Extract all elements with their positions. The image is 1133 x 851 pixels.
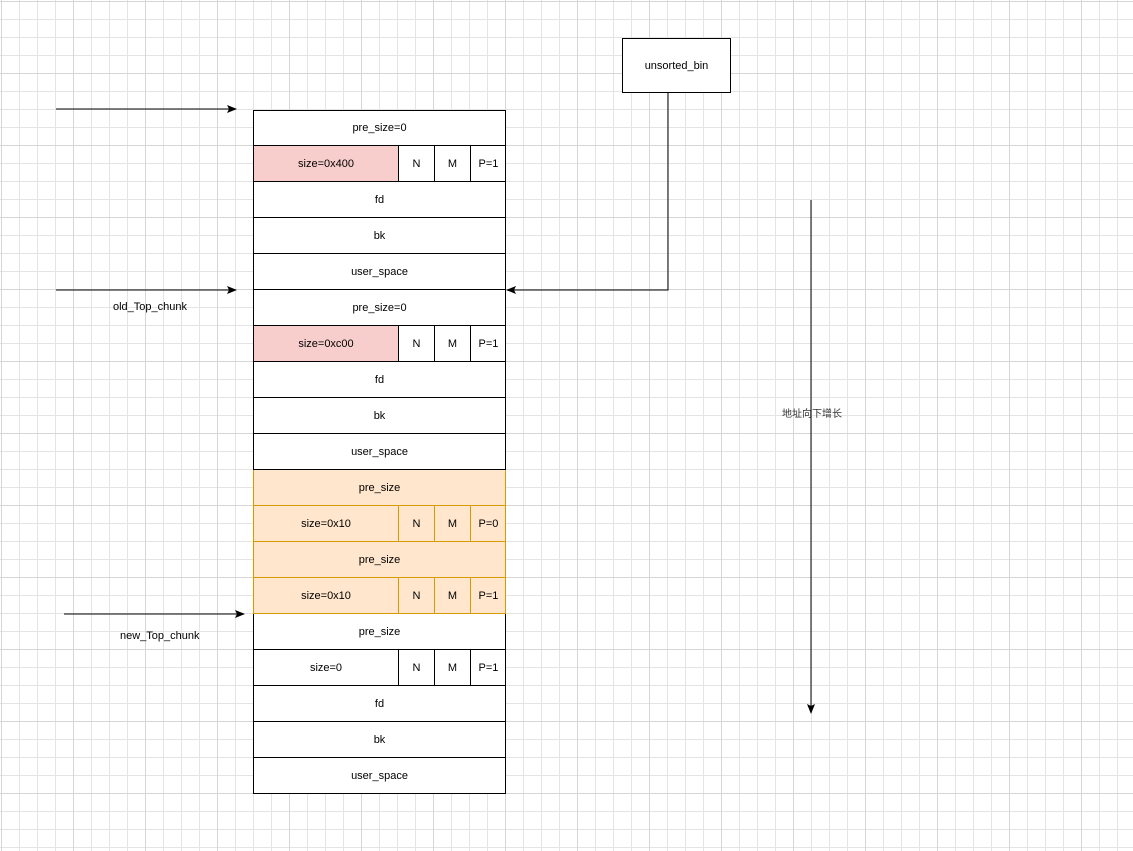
chunk-field-pre-size-0: pre_size=0 [352, 122, 407, 134]
chunk-row: pre_size=0 [253, 290, 506, 326]
chunk-row: pre_size [253, 470, 506, 506]
chunk-field-fd: fd [374, 193, 385, 206]
chunk-row: bk [253, 722, 506, 758]
chunk-field-pre-size: pre_size [358, 553, 401, 566]
address-growth-label: 地址向下增长 [782, 409, 842, 420]
chunk-field-bk: bk [373, 409, 386, 422]
m-flag: M [434, 326, 470, 361]
p-flag: P=1 [470, 326, 506, 361]
chunk-row: bk [253, 398, 506, 434]
unsorted-bin-label: unsorted_bin [644, 59, 709, 72]
chunk-row: pre_size [253, 542, 506, 578]
m-flag: M [434, 578, 470, 613]
chunk-row: user_space [253, 758, 506, 794]
chunk-field-user-space: user_space [351, 445, 408, 458]
n-flag: N [398, 146, 434, 181]
chunk-field-pre-size: pre_size [358, 481, 401, 494]
size-field: size=0x10 [301, 589, 351, 602]
chunk-field-fd: fd [374, 697, 385, 710]
new-top-chunk-label: new_Top_chunk [120, 630, 200, 642]
n-flag: N [398, 578, 434, 613]
chunk-row: fd [253, 686, 506, 722]
chunk-field-fd: fd [374, 373, 385, 386]
n-flag: N [398, 650, 434, 685]
size-field: size=0x10 [301, 517, 351, 530]
chunk-field-user-space: user_space [351, 769, 408, 782]
m-flag: M [434, 506, 470, 541]
chunk-field-pre-size: pre_size [358, 625, 401, 638]
chunk-row: user_space [253, 434, 506, 470]
p-flag: P=1 [470, 650, 506, 685]
chunk-field-bk: bk [373, 229, 386, 242]
n-flag: N [398, 506, 434, 541]
m-flag: M [434, 650, 470, 685]
chunk-row: fd [253, 182, 506, 218]
chunk-row: bk [253, 218, 506, 254]
chunk-field-pre-size-0: pre_size=0 [352, 301, 407, 314]
unsorted-bin-box[interactable]: unsorted_bin [622, 38, 731, 93]
chunk-row: user_space [253, 254, 506, 290]
size-field: size=0xc00 [254, 326, 398, 361]
size-field: size=0x400 [254, 146, 398, 181]
size-field: size=0 [309, 661, 343, 674]
chunk-field-user-space: user_space [351, 265, 408, 278]
n-flag: N [398, 326, 434, 361]
p-flag: P=1 [470, 578, 506, 613]
p-flag: P=1 [470, 146, 506, 181]
unsorted-bin-link [506, 93, 669, 294]
chunk-row: pre_size=0 [253, 110, 506, 146]
chunk-field-bk: bk [373, 733, 386, 746]
chunk-row: pre_size [253, 614, 506, 650]
p-flag: P=0 [470, 506, 506, 541]
old-top-chunk-label: old_Top_chunk [113, 301, 188, 313]
m-flag: M [434, 146, 470, 181]
chunk-row: fd [253, 362, 506, 398]
